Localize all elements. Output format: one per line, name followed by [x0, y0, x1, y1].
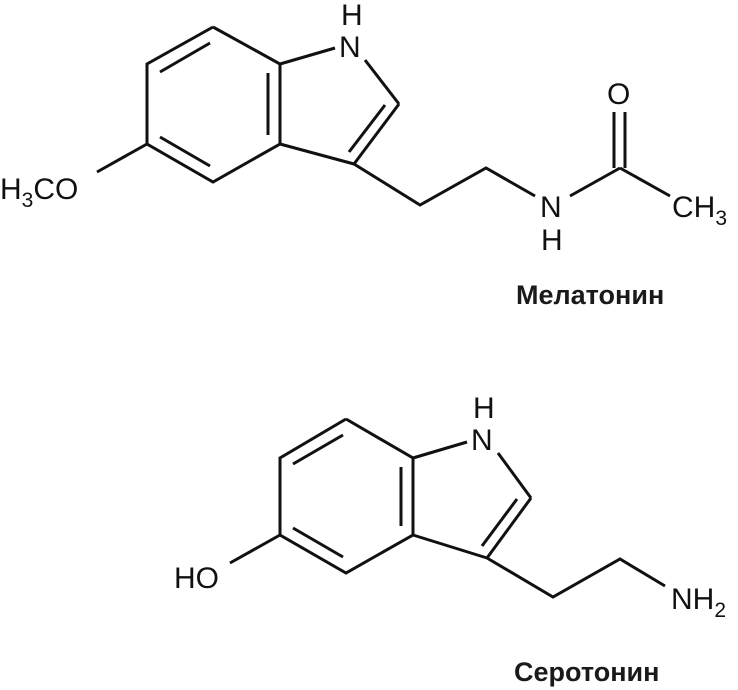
ethylamine-chain [486, 556, 666, 599]
serotonin-ring-h-label: H [473, 392, 495, 425]
serotonin-name: Серотонин [514, 657, 659, 687]
serotonin-pyrrole-ring [412, 440, 533, 560]
ethyl-chain [353, 162, 536, 207]
serotonin-ring-n-label: N [471, 424, 493, 457]
melatonin-structure: H N H3CO N H O CH3 Мелатонин [0, 0, 727, 310]
melatonin-name: Мелатонин [516, 280, 664, 310]
acetyl-methyl-bond [619, 166, 671, 198]
hydroxy-bond [229, 533, 281, 565]
amide-n-label: N [540, 191, 562, 224]
methyl-label: CH3 [672, 191, 727, 230]
amine-label: NH2 [671, 583, 726, 622]
methoxy-label: H3CO [0, 173, 78, 212]
hydroxy-label: HO [174, 562, 219, 595]
amide-h-label: H [541, 224, 563, 257]
serotonin-benzene-ring [278, 417, 415, 575]
melatonin-ring-h-label: H [341, 0, 363, 32]
amide-bond [569, 166, 621, 198]
melatonin-benzene-ring [145, 25, 282, 184]
melatonin-ring-n-label: N [339, 31, 361, 64]
carbonyl-o-label: O [607, 78, 630, 111]
melatonin-pyrrole-ring [279, 46, 401, 166]
serotonin-structure: H N HO NH2 Серотонин [174, 392, 726, 687]
methoxy-bond [96, 142, 148, 174]
